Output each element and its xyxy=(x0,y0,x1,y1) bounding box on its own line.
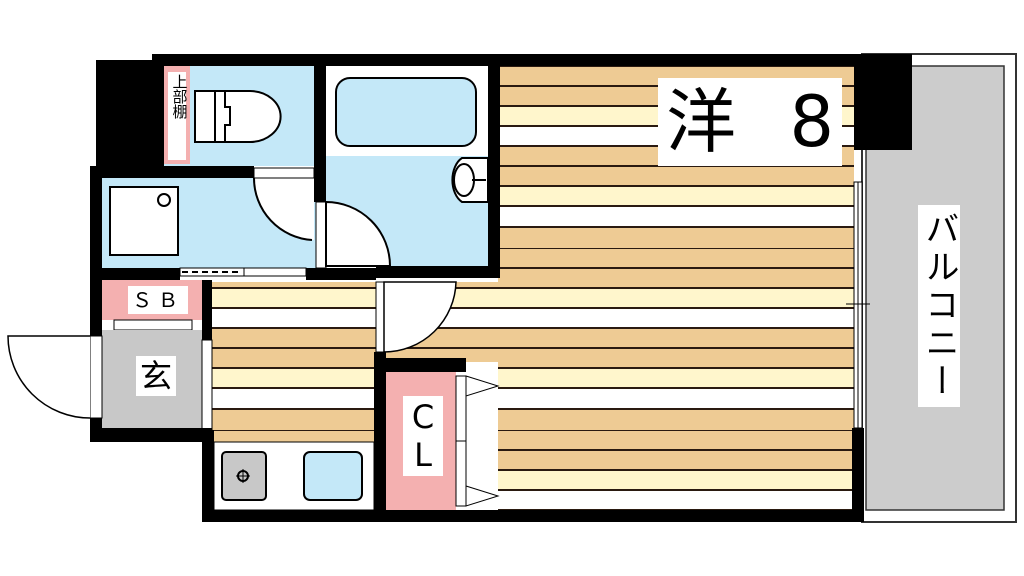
entrance xyxy=(7,330,213,431)
bathtub-icon xyxy=(335,77,477,147)
washing-machine-pan-icon xyxy=(109,186,179,256)
hallway-floor xyxy=(212,282,376,442)
upper-shelf-label: 上部棚 xyxy=(170,74,189,119)
entrance-label: 玄 xyxy=(136,356,176,396)
washroom-sliding-door xyxy=(179,267,307,277)
sink-icon xyxy=(303,451,363,501)
kitchen-counter xyxy=(213,441,375,511)
room-size: 8 xyxy=(789,81,834,163)
balcony-label: バルコニー xyxy=(918,205,960,407)
washroom xyxy=(102,167,316,268)
shoe-box-label: ＳＢ xyxy=(128,286,188,314)
front-door-swing xyxy=(7,335,91,419)
bathroom xyxy=(315,66,489,269)
closet xyxy=(386,370,500,510)
closet-label-c: C xyxy=(411,398,435,436)
closet-label: C L xyxy=(403,396,443,476)
toilet-room xyxy=(164,66,314,166)
walls xyxy=(90,54,912,522)
balcony-window xyxy=(846,181,870,429)
room-type-kanji: 洋 xyxy=(666,81,736,163)
toilet-icon xyxy=(194,90,282,143)
washbasin-icon xyxy=(451,157,489,203)
closet-label-l: L xyxy=(414,436,432,474)
main-room-label: 洋 8 xyxy=(658,78,842,166)
